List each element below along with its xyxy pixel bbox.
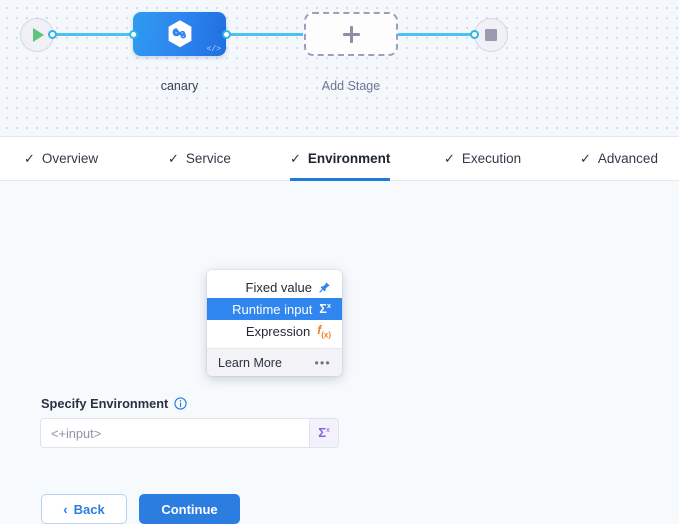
tab-advanced-label: Advanced — [597, 150, 658, 166]
tab-advanced[interactable]: ✓ Advanced — [580, 137, 658, 181]
dropdown-item-fixed-value-label: Fixed value — [245, 279, 312, 295]
tab-execution[interactable]: ✓ Execution — [444, 137, 521, 181]
play-icon — [33, 28, 44, 42]
check-icon: ✓ — [580, 150, 591, 166]
harness-hexagon-icon — [168, 20, 191, 48]
check-icon: ✓ — [444, 150, 455, 166]
tab-execution-label: Execution — [461, 150, 522, 166]
specify-environment-label: Specify Environment — [41, 396, 169, 411]
dropdown-item-expression-label: Expression — [245, 323, 311, 339]
edge-addstage-to-end — [398, 33, 474, 36]
stop-icon — [485, 29, 497, 41]
sigma-x-icon: Σx — [319, 301, 331, 317]
plus-icon — [342, 25, 360, 43]
continue-button[interactable]: Continue — [139, 494, 240, 524]
specify-environment-input[interactable] — [41, 419, 309, 447]
edge-canary-to-addstage — [228, 33, 303, 36]
canary-input-port[interactable] — [129, 30, 138, 39]
dropdown-item-runtime-input[interactable]: Runtime input Σx — [207, 298, 342, 320]
learn-more-label: Learn More — [218, 355, 282, 370]
chevron-left-icon: ‹ — [63, 501, 68, 517]
pin-icon — [319, 282, 330, 293]
check-icon: ✓ — [290, 150, 301, 166]
stage-tab-bar: ✓ Overview ✓ Service ✓ Environment ✓ Exe… — [0, 137, 679, 181]
canary-output-port[interactable] — [222, 30, 231, 39]
sigma-x-glyph: x — [326, 425, 330, 435]
stage-node-canary[interactable]: </> — [133, 12, 226, 56]
start-node-port[interactable] — [48, 30, 57, 39]
pipeline-canvas[interactable]: </> canary Add Stage — [0, 0, 679, 137]
check-icon: ✓ — [24, 150, 35, 166]
info-icon[interactable] — [174, 397, 187, 410]
dropdown-learn-more[interactable]: Learn More ••• — [207, 348, 342, 376]
tab-overview[interactable]: ✓ Overview — [24, 137, 98, 181]
tab-service[interactable]: ✓ Service — [168, 137, 231, 181]
back-button[interactable]: ‹ Back — [41, 494, 127, 524]
input-type-dropdown[interactable]: Fixed value Runtime input Σx Expression … — [207, 270, 342, 376]
stage-node-label: canary — [160, 79, 199, 93]
specify-environment-input-wrap[interactable]: Σx — [40, 418, 339, 448]
ellipsis-icon: ••• — [314, 355, 331, 370]
tab-environment-label: Environment — [307, 150, 391, 166]
add-stage-label: Add Stage — [321, 79, 381, 93]
pipeline-end-node[interactable] — [474, 18, 508, 52]
fx-icon: f(x) — [317, 322, 331, 340]
dropdown-item-fixed-value[interactable]: Fixed value — [207, 270, 342, 298]
back-button-label: Back — [73, 501, 105, 517]
specify-environment-label-group: Specify Environment — [41, 396, 187, 411]
tab-environment[interactable]: ✓ Environment — [290, 137, 391, 181]
edge-start-to-canary — [52, 33, 138, 36]
sigma-glyph: Σ — [318, 425, 327, 441]
tab-overview-label: Overview — [41, 150, 99, 166]
add-stage-button[interactable] — [304, 12, 398, 56]
tab-service-label: Service — [185, 150, 231, 166]
dropdown-item-expression[interactable]: Expression f(x) — [207, 320, 342, 348]
runtime-input-toggle-button[interactable]: Σx — [309, 419, 338, 447]
check-icon: ✓ — [168, 150, 179, 166]
continue-button-label: Continue — [161, 501, 218, 517]
end-node-port[interactable] — [470, 30, 479, 39]
dropdown-item-runtime-input-label: Runtime input — [232, 301, 313, 317]
code-badge-icon: </> — [206, 45, 221, 54]
